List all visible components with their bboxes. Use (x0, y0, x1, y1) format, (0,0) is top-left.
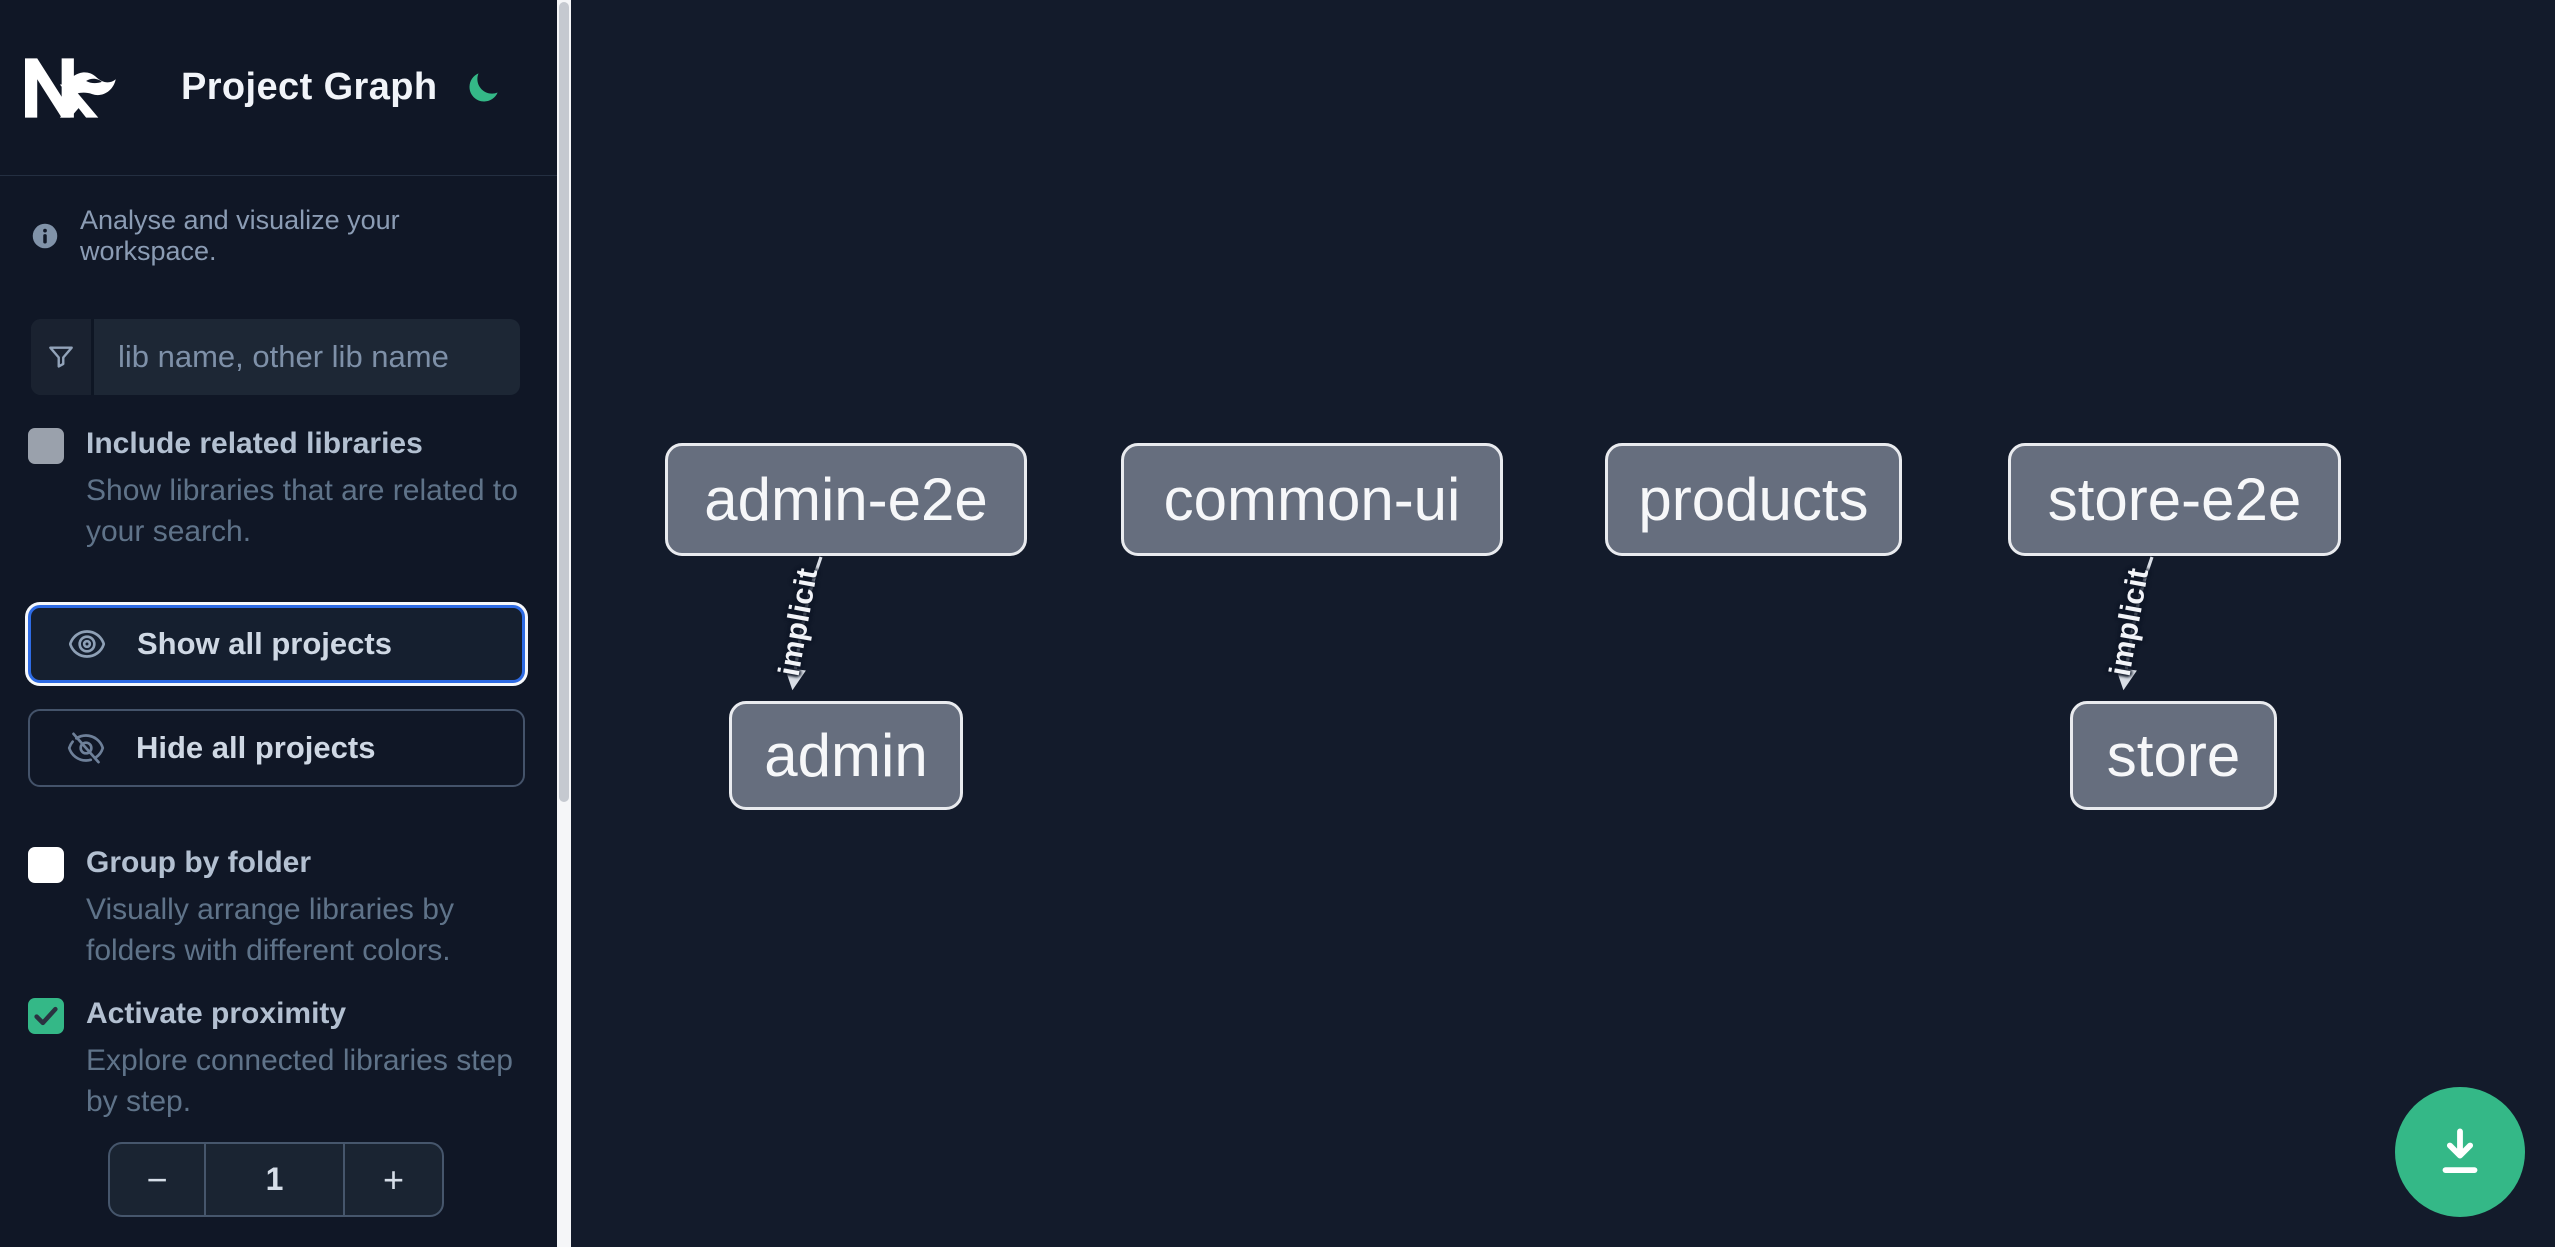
filter-input[interactable] (94, 319, 520, 395)
eye-off-icon (67, 732, 105, 764)
funnel-icon (49, 346, 73, 368)
include-related-label: Include related libraries (86, 427, 423, 460)
show-all-projects-label: Show all projects (137, 626, 392, 661)
group-by-folder-label: Group by folder (86, 846, 311, 879)
proximity-depth-stepper: − 1 + (108, 1142, 444, 1217)
filter-icon-cell (31, 319, 94, 395)
include-related-row: Include related libraries Show libraries… (28, 426, 528, 552)
activate-proximity-row: Activate proximity Explore connected lib… (28, 996, 528, 1122)
project-graph-canvas[interactable]: admin-e2e common-ui products store-e2e a… (571, 0, 2555, 1247)
graph-node-admin[interactable]: admin (729, 701, 963, 810)
group-by-folder-description: Visually arrange libraries by folders wi… (86, 893, 454, 967)
include-related-description: Show libraries that are related to your … (86, 474, 518, 548)
workspace-info-row: Analyse and visualize your workspace. (31, 205, 527, 267)
info-icon (32, 223, 58, 249)
page-title: Project Graph (181, 66, 438, 108)
increment-button[interactable]: + (343, 1144, 442, 1215)
graph-node-store[interactable]: store (2070, 701, 2277, 810)
checkmark-icon (34, 1006, 58, 1026)
edge-store-e2e-store (2115, 556, 2154, 691)
show-all-projects-button[interactable]: Show all projects (28, 605, 525, 683)
sidebar-scrollbar-thumb[interactable] (559, 2, 569, 802)
graph-node-admin-e2e[interactable]: admin-e2e (665, 443, 1027, 556)
nx-logo-icon (25, 57, 116, 118)
activate-proximity-checkbox[interactable] (28, 998, 64, 1034)
theme-toggle-button[interactable] (461, 66, 505, 110)
graph-node-products[interactable]: products (1605, 443, 1902, 556)
sidebar: Project Graph Analyse and visualize your… (0, 0, 557, 1247)
hide-all-projects-label: Hide all projects (136, 730, 376, 765)
sidebar-header: Project Graph (0, 0, 557, 176)
download-icon (2442, 1128, 2478, 1174)
sidebar-scrollbar-track (557, 0, 571, 1247)
sidebar-subtitle: Analyse and visualize your workspace. (80, 205, 400, 266)
activate-proximity-label: Activate proximity (86, 997, 347, 1030)
decrement-button[interactable]: − (110, 1144, 206, 1215)
moon-icon (469, 72, 498, 101)
eye-icon (68, 630, 106, 658)
edge-admin-e2e-admin (784, 556, 823, 691)
include-related-checkbox[interactable] (28, 428, 64, 464)
graph-edges (784, 556, 2154, 691)
graph-node-common-ui[interactable]: common-ui (1121, 443, 1503, 556)
hide-all-projects-button[interactable]: Hide all projects (28, 709, 525, 787)
stepper-value: 1 (265, 1161, 284, 1197)
graph-node-store-e2e[interactable]: store-e2e (2008, 443, 2341, 556)
download-graph-button[interactable] (2395, 1087, 2525, 1217)
activate-proximity-description: Explore connected libraries step by step… (86, 1044, 513, 1118)
group-by-folder-row: Group by folder Visually arrange librari… (28, 845, 528, 971)
group-by-folder-checkbox[interactable] (28, 847, 64, 883)
filter-input-group (31, 319, 520, 395)
